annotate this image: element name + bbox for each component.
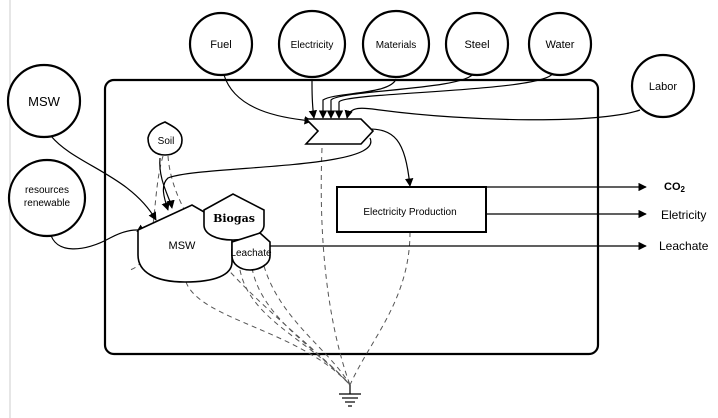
storage-soil-label: Soil <box>158 136 175 147</box>
electricity-production-box: Electricity Production <box>336 186 487 233</box>
source-steel: Steel <box>444 11 510 77</box>
storage-soil: Soil <box>147 121 183 156</box>
source-steel-label: Steel <box>464 39 489 51</box>
storage-biogas: Biogas <box>203 193 265 241</box>
source-electricity-label: Electricity <box>291 40 334 51</box>
source-msw-label: MSW <box>28 94 61 109</box>
source-labor: Labor <box>630 53 696 119</box>
source-water-label: Water <box>546 39 575 51</box>
flow-soil-to-msw <box>159 157 175 209</box>
output-leachate-label: Leachate <box>659 239 709 253</box>
storage-leachate-label: Leachate <box>230 248 272 259</box>
source-msw: MSW <box>6 63 82 139</box>
flow-to-production <box>364 128 414 187</box>
output-co2-label: CO2 <box>664 181 686 194</box>
source-labor-label: Labor <box>649 81 677 93</box>
system-boundary <box>103 78 600 356</box>
source-renewable-label-2: renewable <box>24 198 71 209</box>
source-flows <box>223 72 641 125</box>
electricity-production-label: Electricity Production <box>363 207 456 218</box>
source-renewable-resources: resources renewable <box>7 158 87 238</box>
source-renewable-label-1: resources <box>25 185 69 196</box>
source-fuel: Fuel <box>188 11 254 77</box>
source-electricity: Electricity <box>277 9 347 79</box>
source-materials: Materials <box>361 9 431 79</box>
storage-biogas-label: Biogas <box>213 212 255 225</box>
heat-sink-pathways <box>129 147 411 386</box>
flow-renewable-in <box>49 224 146 250</box>
flow-transformer-to-msw <box>161 137 372 211</box>
source-water: Water <box>527 11 593 77</box>
interaction-transformer <box>304 118 375 145</box>
output-electricity-label: Eletricity <box>661 208 706 222</box>
storage-leachate: Leachate <box>230 232 272 271</box>
source-materials-label: Materials <box>376 40 417 51</box>
source-fuel-label: Fuel <box>210 39 231 51</box>
heat-sink-icon <box>339 385 361 407</box>
storage-msw-label: MSW <box>169 240 197 252</box>
flow-msw-in <box>50 135 157 221</box>
